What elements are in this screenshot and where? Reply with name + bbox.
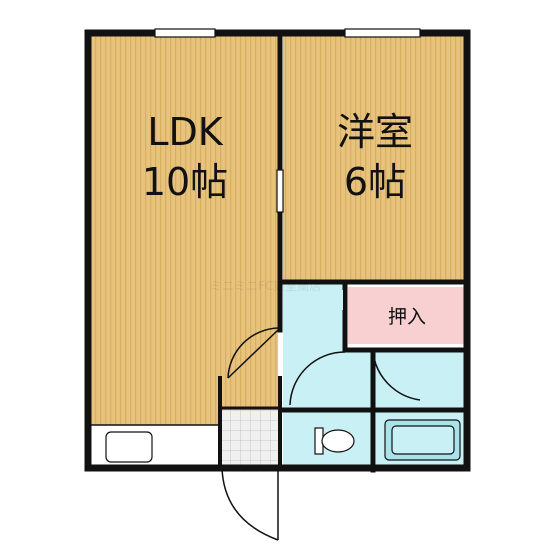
ldk-label: LDK: [147, 110, 223, 154]
closet-wall: [342, 282, 470, 353]
sliding-door: [276, 169, 284, 213]
ldk-floor: [88, 33, 278, 425]
toilet: [314, 427, 355, 455]
window-western: [344, 28, 421, 38]
storage-floor: [348, 350, 467, 410]
entrance-tile: [222, 410, 278, 468]
ldk-size: 10帖: [142, 160, 228, 204]
western-label: 洋室: [337, 110, 413, 154]
western-room-floor: [283, 33, 467, 280]
bathtub-inner: [391, 425, 455, 455]
kitchen-sink: [105, 431, 153, 463]
ldk-door-arc: [227, 327, 279, 379]
door-swings: [221, 327, 421, 541]
western-size: 6帖: [344, 160, 406, 204]
entrance-door-swing: [221, 467, 279, 541]
ldk-door-swing: [227, 329, 279, 379]
closet-floor: [348, 287, 466, 344]
walls: [84, 29, 471, 473]
windows: [154, 28, 421, 38]
fixtures: [285, 290, 461, 461]
window-ldk: [154, 28, 216, 38]
washroom-shelf: [285, 290, 343, 310]
closet-label: 押入: [388, 306, 426, 328]
entrance-floor: [222, 378, 278, 408]
washroom-door-arc: [289, 351, 346, 406]
watermark: ミニミニFC東室蘭店: [210, 278, 321, 293]
bath-door-arc: [372, 351, 421, 401]
